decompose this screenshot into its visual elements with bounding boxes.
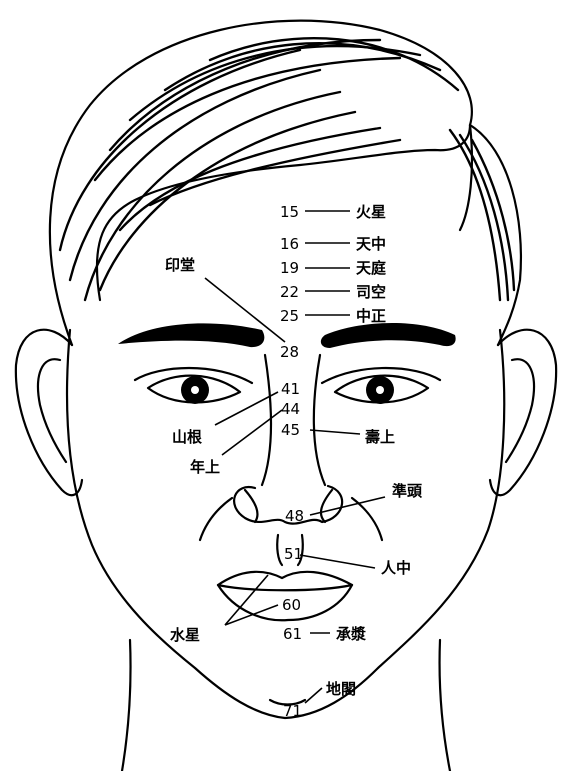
right-eyebrow bbox=[321, 323, 456, 348]
point-51-number: 51 bbox=[284, 545, 303, 563]
point-41-label: 山根 bbox=[172, 428, 202, 446]
point-44-label: 年上 bbox=[190, 458, 220, 476]
neck bbox=[122, 640, 131, 771]
point-22-label: 司空 bbox=[356, 283, 386, 301]
left-ear-inner bbox=[38, 359, 66, 462]
point-61-number: 61 bbox=[283, 625, 302, 643]
point-71-number: 71 bbox=[283, 702, 302, 720]
point-28-label: 印堂 bbox=[165, 256, 195, 274]
nose-right bbox=[314, 355, 325, 485]
point-15-label: 火星 bbox=[356, 203, 386, 221]
upper-lip bbox=[218, 572, 352, 590]
point-61-label: 承漿 bbox=[336, 625, 366, 643]
point-19-label: 天庭 bbox=[356, 259, 387, 277]
right-ear-inner bbox=[506, 359, 534, 462]
point-25-label: 中正 bbox=[356, 307, 386, 325]
point-48-number: 48 bbox=[285, 507, 304, 525]
point-60-number: 60 bbox=[282, 596, 301, 614]
point-16-number: 16 bbox=[280, 235, 299, 253]
point-28-number: 28 bbox=[280, 343, 299, 361]
neck-right bbox=[440, 640, 450, 771]
point-48-label: 準頭 bbox=[392, 482, 423, 500]
point-15-number: 15 bbox=[280, 203, 299, 221]
point-22-number: 22 bbox=[280, 283, 299, 301]
point-45-label: 壽上 bbox=[365, 428, 395, 446]
point-19-number: 19 bbox=[280, 259, 299, 277]
nose-wing-lines bbox=[200, 498, 232, 540]
point-44-number: 44 bbox=[281, 400, 300, 418]
point-71-label: 地閣 bbox=[326, 680, 356, 698]
point-25-number: 25 bbox=[280, 307, 299, 325]
point-51-label: 人中 bbox=[381, 559, 411, 577]
left-eyebrow bbox=[118, 323, 264, 347]
point-45-number: 45 bbox=[281, 421, 300, 439]
point-16-label: 天中 bbox=[356, 235, 386, 253]
point-41-number: 41 bbox=[281, 380, 300, 398]
point-60-label: 水星 bbox=[170, 626, 200, 644]
